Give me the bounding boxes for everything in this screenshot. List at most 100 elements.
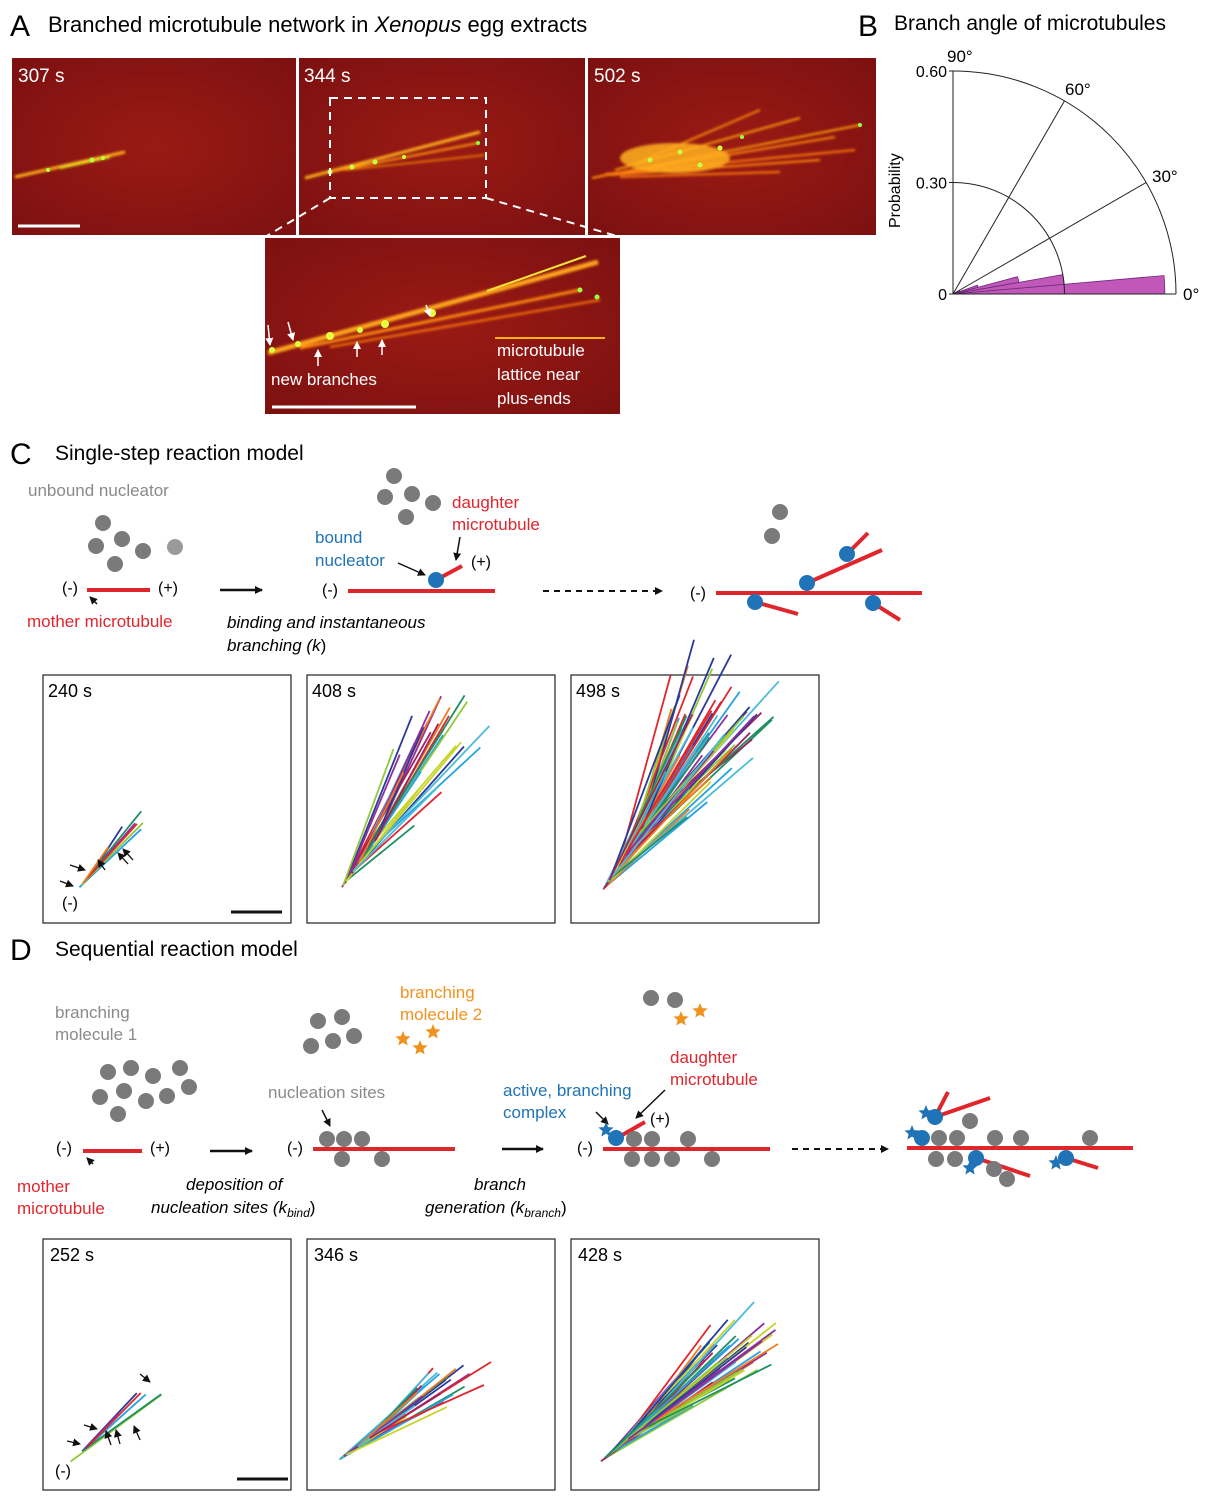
mother-plus-end: (+) (158, 580, 178, 597)
simC3-filament-69 (608, 713, 694, 881)
sim-d-frame-3 (570, 1238, 820, 1491)
simD2-filament-27 (345, 1406, 448, 1456)
simC3-filament-45 (633, 686, 733, 842)
polar-radial-gridline-2 (952, 70, 1177, 295)
polar-angle-label-60: 60° (1065, 80, 1091, 99)
sim-c-time-2: 408 s (312, 681, 356, 701)
simD1-filament-5 (87, 1392, 142, 1447)
simC3-filament-50 (609, 694, 681, 880)
d-daughter-label-1: daughter (670, 1048, 737, 1067)
d1-plus-end: (+) (150, 1140, 170, 1157)
frame-3-time: 502 s (594, 66, 640, 87)
sim-c-frame-2 (306, 674, 556, 924)
simC2-filament-14 (346, 754, 401, 881)
d-mother-label-1: mother (17, 1177, 70, 1196)
panel-b-title: Branch angle of microtubules (894, 12, 1166, 35)
active-star-d4-3 (1048, 1155, 1064, 1170)
simD2-filament-24 (343, 1395, 423, 1458)
molecule-1-label-1: branching (55, 1003, 130, 1022)
molecule-2-label-2: molecule 2 (400, 1005, 482, 1024)
panel-a-title: Branched microtubule network in Xenopus … (48, 12, 587, 37)
polar-ylabel: Probability (887, 153, 904, 228)
inset-new-branches-label: new branches (271, 370, 377, 389)
panel-b: B Branch angle of microtubules Probabili… (858, 10, 1199, 304)
active-star-d3 (598, 1122, 614, 1137)
nucleators-step2 (377, 468, 441, 525)
sim-c-time-1: 240 s (48, 681, 92, 701)
d-daughter-label-2: microtubule (670, 1070, 758, 1089)
bound-nucleator-label-1: bound (315, 528, 362, 547)
simC3-filament-66 (609, 748, 733, 880)
panel-a: A Branched microtubule network in Xenopu… (10, 10, 876, 414)
simD3-filament-52 (606, 1361, 719, 1458)
simD2-filament-29 (369, 1392, 442, 1439)
panel-c: C Single-step reaction model unbound nuc… (10, 438, 922, 924)
unbound-nucleator-label: unbound nucleator (28, 481, 169, 500)
simulation-c: 240 s 408 s 498 s (-) (42, 639, 820, 924)
inset-lattice-label-3: plus-ends (497, 389, 571, 408)
panel-d-letter: D (10, 934, 32, 967)
simC2-filament-20 (374, 726, 425, 842)
polar-radial-label-2: 0 (938, 287, 947, 304)
simC2-filament-26 (358, 771, 405, 864)
simC3-filament-63 (609, 816, 688, 880)
bound-nucleator-c2 (428, 572, 444, 588)
mother-microtubule-label: mother microtubule (27, 612, 173, 631)
simC2-filament-29 (374, 723, 440, 842)
simD2-filament-26 (357, 1391, 418, 1448)
molecule-2-stars (395, 1024, 441, 1055)
polar-angle-label-30: 30° (1152, 167, 1178, 186)
bound-nucleator-label-2: nucleator (315, 551, 385, 570)
frame-2-time: 344 s (304, 66, 350, 87)
active-complex-d3 (608, 1130, 624, 1146)
unbound-nucleators (88, 515, 183, 572)
simC1-filament-5 (86, 823, 138, 879)
result-network-c: (-) (690, 504, 922, 622)
simC2-filament-25 (352, 791, 443, 872)
molecule-2-stars-d3 (673, 1003, 708, 1026)
polar-radial-label-1: 0.30 (916, 176, 947, 193)
molecule-2-label-1: branching (400, 983, 475, 1002)
molecule-2-star-2 (412, 1040, 428, 1055)
simC2-filament-13 (346, 824, 415, 881)
d2-minus-end: (-) (287, 1140, 303, 1157)
frame-1-time: 307 s (18, 66, 64, 87)
active-star-d4-2 (962, 1160, 978, 1175)
simC2-filament-28 (352, 786, 439, 873)
active-star-d4-1 (904, 1125, 920, 1140)
polar-spoke-2 (952, 100, 1065, 295)
active-complex-label-1: active, branching (503, 1081, 632, 1100)
active-complex-label-2: complex (503, 1103, 567, 1122)
panel-d-title: Sequential reaction model (55, 938, 298, 961)
simD2-filament-25 (375, 1384, 485, 1435)
simC1-filament-6 (82, 846, 109, 884)
simC2-filament-22 (342, 748, 395, 887)
sim-d-time-2: 346 s (314, 1245, 358, 1265)
micrograph-frame-1: 307 s (12, 58, 296, 235)
simC3-filament-34 (612, 754, 704, 875)
daughter-label-2: microtubule (452, 515, 540, 534)
molecule-cluster-d2 (303, 1009, 362, 1054)
simD3-filament-46 (640, 1343, 779, 1430)
polar-radial-label-0: 0.60 (916, 64, 947, 81)
simD3-filament-41 (611, 1404, 694, 1454)
deposition-label-1: deposition of (186, 1175, 285, 1194)
sim-d-frame-1 (42, 1238, 292, 1491)
inset-lattice-label-1: microtubule (497, 341, 585, 360)
simD3-filament-53 (605, 1366, 701, 1459)
micrograph-inset: new branches microtubule lattice near pl… (265, 238, 620, 414)
result-network-d (904, 1091, 1133, 1187)
step2-minus-end: (-) (322, 582, 338, 599)
simC2-filament-18 (360, 725, 491, 861)
molecule-1-cluster (92, 1060, 197, 1122)
panel-a-letter: A (10, 10, 30, 43)
sim-c-time-3: 498 s (576, 681, 620, 701)
molecule-2-star-0 (395, 1031, 411, 1046)
molecule-2-star-d3-0 (673, 1011, 689, 1026)
polar-plot: 90°60°30°0°0.600.300 (916, 47, 1199, 304)
sim-c-frame-3 (570, 674, 820, 924)
nucleation-sites-d2 (319, 1131, 390, 1167)
nucleation-sites-d3 (624, 1131, 720, 1167)
simD3-filament-54 (628, 1340, 763, 1440)
